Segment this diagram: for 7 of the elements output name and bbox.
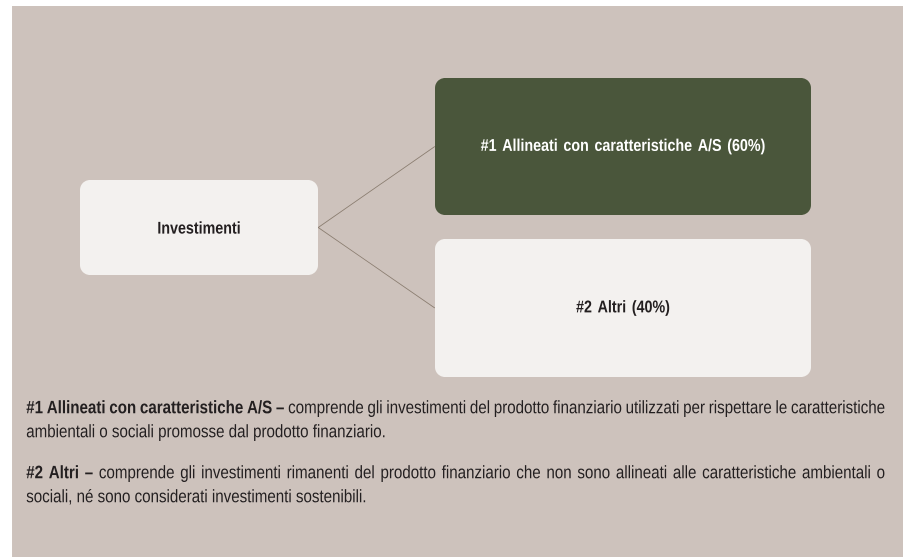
process-box: #1 Allineati con caratteristiche A/S (60%) (435, 78, 811, 215)
connector-line (318, 146, 436, 228)
process-box: #2 Altri (40%) (435, 239, 811, 377)
process-box: Investimenti (80, 180, 318, 275)
description-paragraph: #2 Altri – comprende gli investimenti rimanenti del prodotto finanziario che non sono allineati alle caratteristiche ambientali o sociali, né sono considerati investimenti sostenibili. (26, 465, 884, 505)
connector-line (318, 227, 436, 308)
description-paragraph: #1 Allineati con caratteristiche A/S – comprende gli investimenti del prodotto finanziario utilizzati per rispettare le caratteristiche ambientali o sociali promosse dal prodotto finanziario. (26, 400, 884, 441)
